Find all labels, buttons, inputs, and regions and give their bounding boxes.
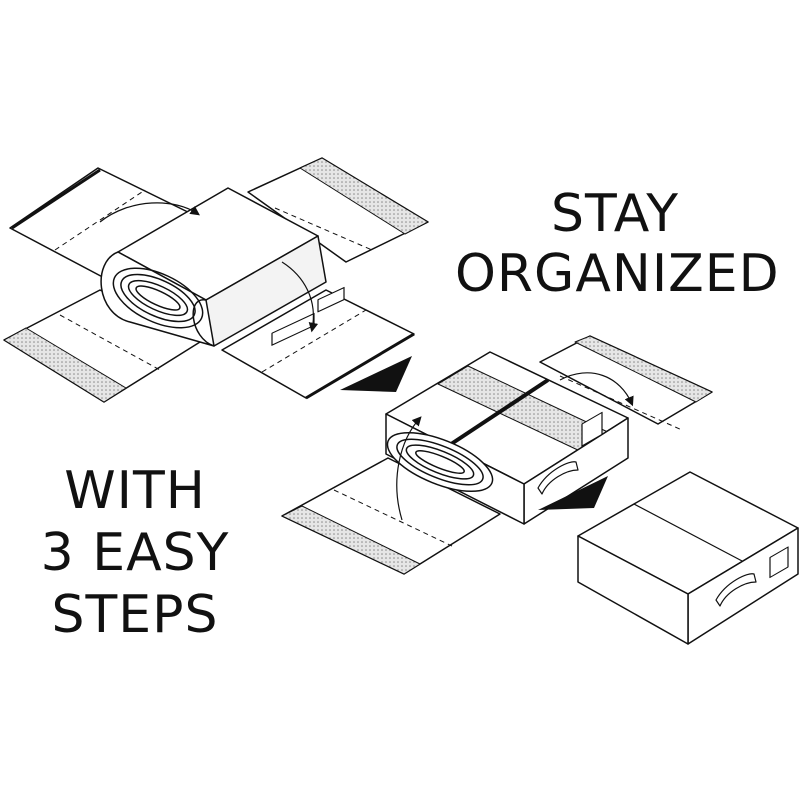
step-arrow-1 (340, 356, 412, 392)
headline-line-stay: STAY (550, 184, 680, 244)
step-2-folding-flaps (281, 335, 713, 575)
headline-bottom: WITH 3 EASY STEPS (20, 455, 250, 655)
step-1-unfolded-organizer (3, 157, 429, 403)
headline-line-with: WITH (64, 461, 206, 521)
headline-line-3-easy: 3 EASY (40, 523, 230, 583)
step-arrow-2 (538, 476, 608, 510)
step-3-closed-box (577, 471, 799, 645)
headline-line-steps: STEPS (51, 585, 219, 645)
headline-top: STAY ORGANIZED (455, 178, 780, 308)
closed-box-side (577, 535, 689, 645)
headline-line-organized: ORGANIZED (455, 244, 780, 304)
